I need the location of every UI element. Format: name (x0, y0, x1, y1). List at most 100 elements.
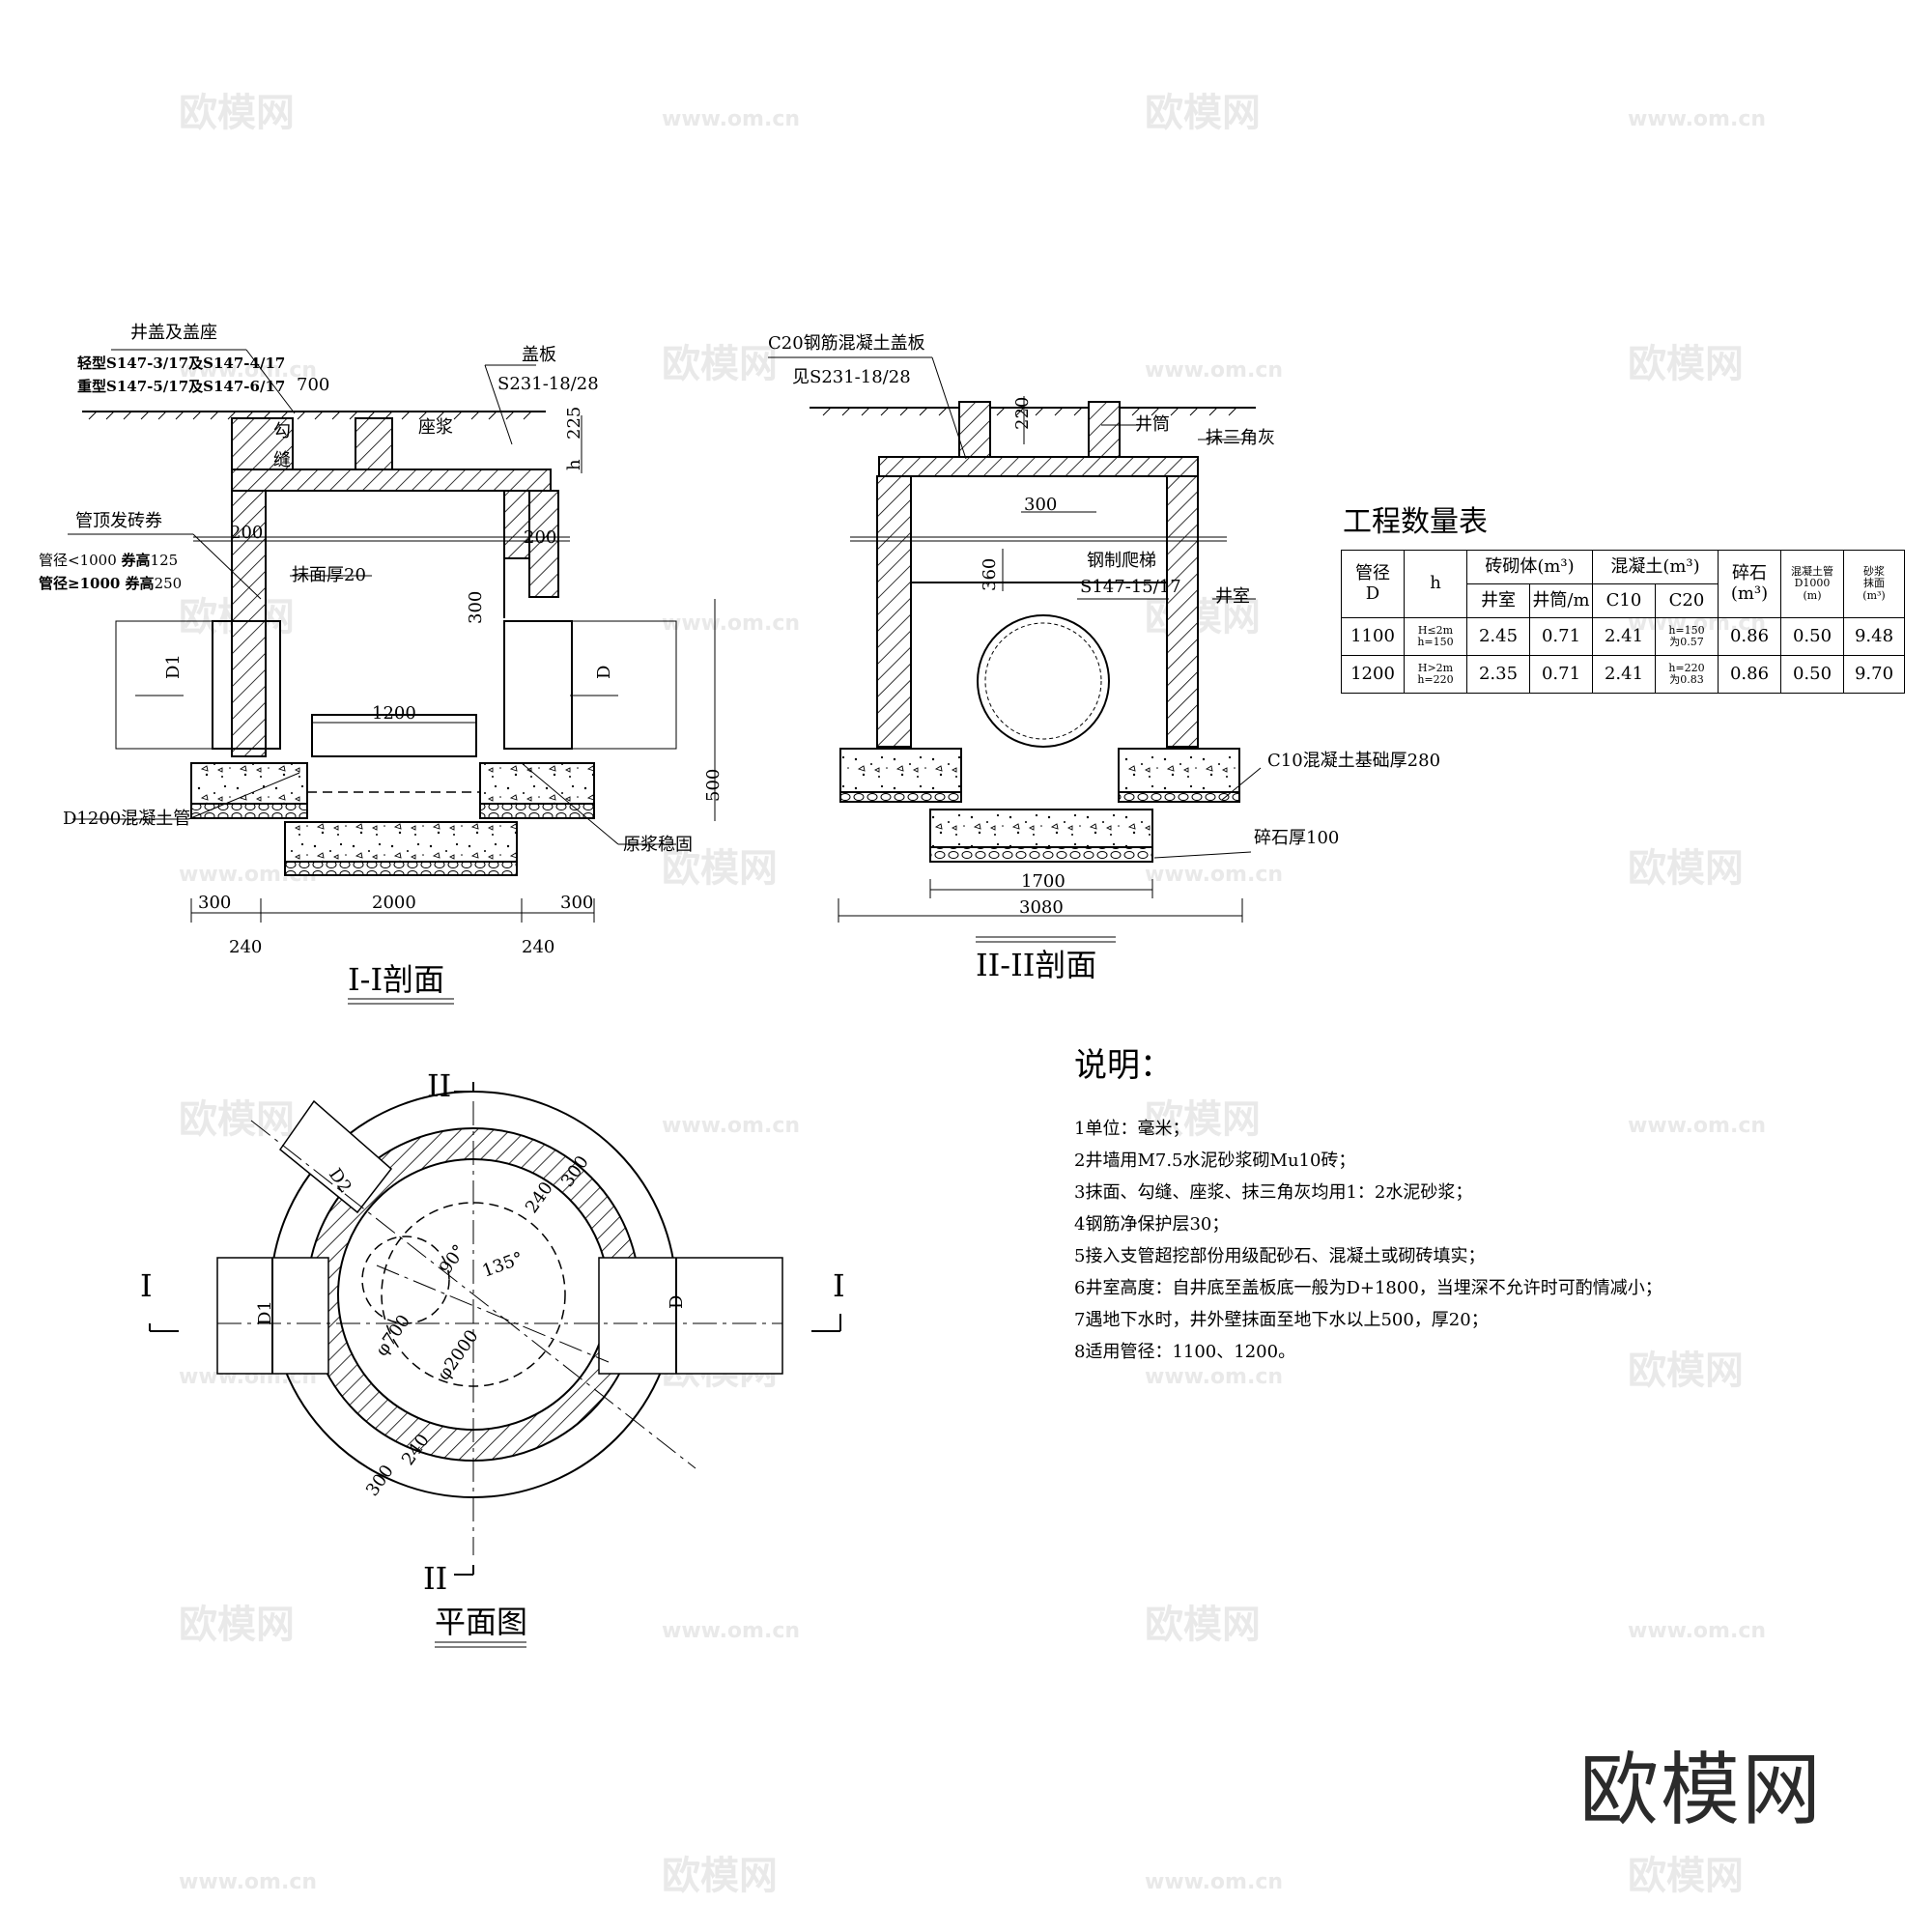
table-header-mortar: 砂浆抹面(m³) (1843, 550, 1905, 618)
label-pipe: D1200混凝土管 (63, 809, 190, 829)
table-cell-mortar: 9.48 (1843, 617, 1905, 656)
label-shaft: 井筒 (1135, 414, 1170, 435)
dim-240-left: 240 (229, 937, 262, 957)
watermark-text: 欧模网 (662, 1854, 778, 1898)
notes-section: 说明： 1单位：毫米； 2井墙用M7.5水泥砂浆砌Mu10砖； 3抹面、勾缝、座… (1074, 1038, 1662, 1370)
note-item: 2井墙用M7.5水泥砂浆砌Mu10砖； (1074, 1151, 1356, 1171)
table-cell-chamber: 2.45 (1466, 617, 1530, 656)
table-header-c10: C10 (1592, 583, 1656, 618)
label-base: C10混凝土基础厚280 (1267, 751, 1440, 771)
label-gravel: 碎石厚100 (1254, 828, 1339, 848)
quantity-table-title: 工程数量表 (1343, 505, 1488, 539)
label-arch-1: 管径<1000 券高125 (39, 552, 178, 569)
note-item: 3抹面、勾缝、座浆、抹三角灰均用1：2水泥砂浆； (1074, 1182, 1473, 1203)
table-cell-c10: 2.41 (1592, 617, 1656, 656)
dim-240-right: 240 (522, 937, 554, 957)
watermark-text: 欧模网 (662, 342, 778, 386)
table-cell-mortar: 9.70 (1843, 655, 1905, 694)
dim-300-left: 300 (198, 893, 231, 913)
plan-label-D1: D1 (255, 1300, 275, 1325)
dim-300: 300 (466, 591, 486, 624)
dim-2000: 2000 (372, 893, 416, 913)
table-cell-pipe: 0.50 (1780, 617, 1844, 656)
watermark-text: www.om.cn (662, 107, 800, 131)
watermark-text: www.om.cn (1628, 107, 1766, 131)
table-header-concrete: 混凝土(m³) (1592, 550, 1719, 584)
note-item: 7遇地下水时，井外壁抹面至地下水以上500，厚20； (1074, 1310, 1489, 1330)
watermark-text: www.om.cn (662, 1114, 800, 1138)
dim-500: 500 (703, 769, 724, 802)
table-subheader-row: 井室 井筒/m C10 C20 (1342, 583, 1905, 618)
arch-1-height: 125 (151, 552, 179, 569)
section-2-title: II-II剖面 (976, 947, 1096, 983)
dim-220: 220 (1012, 397, 1033, 430)
label-ladder: 钢制爬梯 (1087, 551, 1156, 571)
table-cell-D: 1200 (1341, 655, 1405, 694)
table-cell-chamber: 2.35 (1466, 655, 1530, 694)
watermark-text: 欧模网 (179, 1097, 295, 1142)
table-header-h: h (1404, 550, 1467, 618)
dim-300-right: 300 (560, 893, 593, 913)
dim-360: 360 (980, 558, 1000, 591)
table-header-shaft: 井筒/m (1529, 583, 1593, 618)
label-cover-plate-ref: S231-18/28 (497, 374, 599, 394)
label-D: D (594, 666, 614, 679)
watermark-text: www.om.cn (1145, 1870, 1283, 1894)
plan-drawing: I I II II D1 D D2 300 240 300 240 90° 13… (140, 1067, 845, 1648)
watermark-text: 欧模网 (1628, 1854, 1744, 1898)
label-slab: C20钢筋混凝土盖板 (768, 333, 925, 354)
table-cell-gravel: 0.86 (1718, 617, 1781, 656)
watermark-text: www.om.cn (179, 358, 317, 383)
dim-1700: 1700 (1021, 871, 1065, 892)
watermark-text: www.om.cn (1628, 1619, 1766, 1643)
dim-1200: 1200 (372, 703, 416, 724)
watermark-text: 欧模网 (662, 846, 778, 891)
plan-mark-I-left: I (140, 1267, 153, 1304)
label-cover-seat: 井盖及盖座 (130, 323, 217, 343)
label-slab-ref: 见S231-18/28 (792, 367, 911, 387)
dim-225: 225 (564, 407, 584, 440)
arch-1-dia: 管径<1000 (39, 552, 122, 569)
watermark-text: www.om.cn (662, 1619, 800, 1643)
label-plaster: 抹面厚20 (292, 565, 366, 585)
section-1-title: I-I剖面 (348, 961, 444, 998)
watermark-text: www.om.cn (662, 611, 800, 636)
label-cover-plate: 盖板 (522, 345, 556, 365)
label-light-type: 轻型S147-3/17及S147-4/17 (77, 355, 285, 372)
table-header-gravel: 碎石(m³) (1718, 550, 1781, 618)
label-chamber: 井室 (1215, 586, 1250, 607)
table-header-c20: C20 (1655, 583, 1719, 618)
arch-1-height-label: 券高 (122, 552, 151, 569)
note-item: 8适用管径：1100、1200。 (1074, 1342, 1296, 1362)
plan-mark-I-right: I (833, 1267, 845, 1304)
brand-logo: 欧模网 (1579, 1745, 1824, 1836)
label-joint: 勾 (273, 421, 291, 441)
watermark-text: 欧模网 (1145, 91, 1261, 135)
label-D1: D1 (163, 654, 184, 679)
watermark-text: www.om.cn (1628, 1114, 1766, 1138)
watermark-layer: 欧模网 www.om.cn 欧模网 www.om.cn www.om.cn 欧模网 www.… (179, 91, 1766, 1898)
label-seat-mortar: 座浆 (418, 417, 453, 438)
label-triangle: 抹三角灰 (1206, 428, 1275, 448)
watermark-text: 欧模网 (179, 1603, 295, 1647)
arch-2-height-label: 券高 (126, 575, 155, 592)
note-item: 6井室高度：自井底至盖板底一般为D+1800，当埋深不允许时可酌情减小； (1074, 1278, 1662, 1298)
label-arch-2: 管径≥1000 券高250 (39, 575, 182, 592)
notes-title: 说明： (1074, 1046, 1173, 1085)
table-header-masonry: 砖砌体(m³) (1466, 550, 1593, 584)
watermark-text: 欧模网 (179, 91, 295, 135)
dim-200-left: 200 (230, 523, 263, 543)
dim-300-ladder: 300 (1024, 495, 1057, 515)
table-cell-c10: 2.41 (1592, 655, 1656, 694)
label-heavy-type: 重型S147-5/17及S147-6/17 (77, 378, 285, 395)
note-item: 5接入支管超挖部份用级配砂石、混凝土或砌砖填实； (1074, 1246, 1486, 1266)
